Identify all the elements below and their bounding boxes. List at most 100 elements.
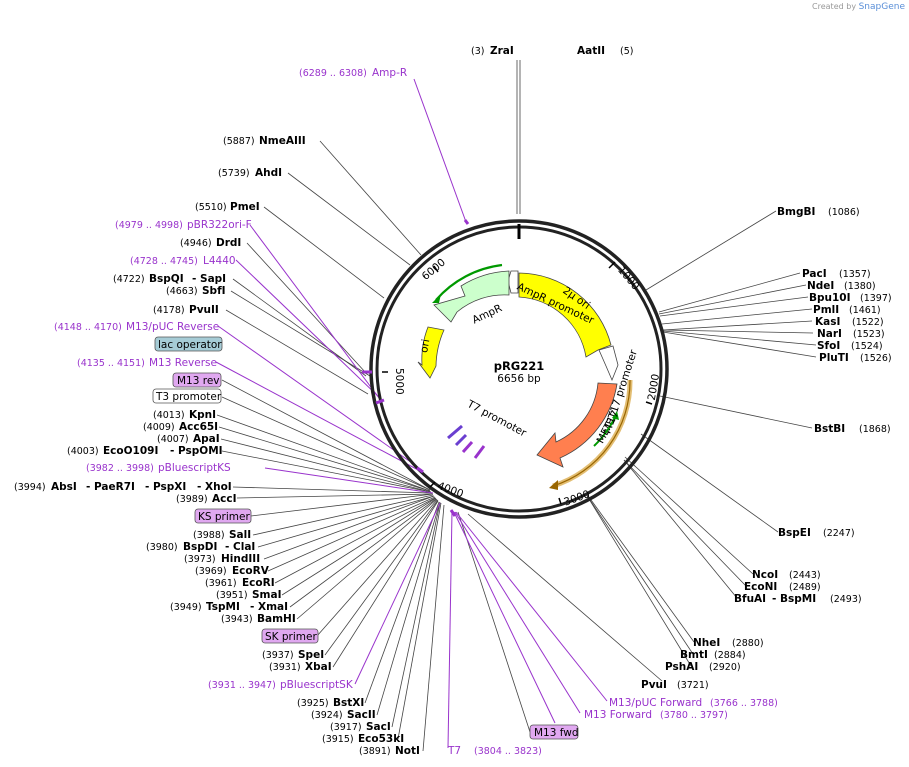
feature-label-ori: ori — [418, 338, 432, 354]
feature-2mu-ori[interactable] — [518, 272, 612, 358]
pos-aatii: (5) — [620, 46, 633, 57]
pos-m13-forward: (3780 .. 3797) — [660, 710, 728, 721]
feature-ampr[interactable] — [433, 270, 510, 323]
feature-label-lac-operator: lac operator — [158, 339, 222, 351]
enzyme-bspmi[interactable]: - BspMI — [772, 593, 816, 605]
enzyme-sacii[interactable]: SacII — [347, 709, 376, 721]
primer-t7[interactable]: T7 — [447, 745, 461, 757]
primer-box-ks-primer[interactable] — [194, 508, 252, 524]
primer-box-m13-rev[interactable] — [172, 372, 222, 388]
enzyme-sapi[interactable]: - SapI — [192, 273, 226, 285]
primer-m13-reverse[interactable]: M13 Reverse — [149, 357, 217, 369]
enzyme-bamhi[interactable]: BamHI — [257, 613, 296, 625]
enzyme-apai[interactable]: ApaI — [193, 433, 220, 445]
primer-m13-puc-forward[interactable]: M13/pUC Forward — [609, 697, 702, 709]
primer-pbluescriptks[interactable]: pBluescriptKS — [158, 462, 231, 474]
pos-drdi: (4946) — [180, 238, 212, 249]
enzyme-pmei[interactable]: PmeI — [230, 201, 260, 213]
enzyme-bmgbi[interactable]: BmgBI — [777, 206, 815, 218]
enzyme-ncoi[interactable]: NcoI — [752, 569, 778, 581]
enzyme-ecori[interactable]: EcoRI — [242, 577, 275, 589]
enzyme-bstbi[interactable]: BstBI — [814, 423, 845, 435]
enzyme-kasi[interactable]: KasI — [815, 316, 840, 328]
primer-box-m13-fwd[interactable] — [529, 724, 579, 740]
feature-ori[interactable] — [417, 326, 445, 379]
feature-box-lac-operator[interactable] — [154, 336, 223, 352]
enzyme-bspqi[interactable]: BspQI — [149, 273, 184, 285]
enzyme-nari[interactable]: NarI — [817, 328, 842, 340]
enzyme-saci[interactable]: SacI — [366, 721, 391, 733]
enzyme-bspei[interactable]: BspEI — [778, 527, 811, 539]
pos-absi: (3994) — [14, 482, 46, 493]
enzyme-ndei[interactable]: NdeI — [807, 280, 834, 292]
primer-amp-r[interactable]: Amp-R — [372, 67, 407, 79]
enzyme-absi[interactable]: AbsI — [51, 481, 77, 493]
enzyme-nmeaiii[interactable]: NmeAIII — [259, 135, 306, 147]
pos-kpni: (4013) — [153, 410, 185, 421]
enzyme-xbai[interactable]: XbaI — [305, 661, 332, 673]
primer-l4440[interactable]: L4440 — [203, 255, 236, 267]
enzyme-pmli[interactable]: PmlI — [813, 304, 839, 316]
enzyme-clai[interactable]: - ClaI — [225, 541, 255, 553]
primer-m13-forward[interactable]: M13 Forward — [584, 709, 652, 721]
enzyme-noti[interactable]: NotI — [395, 745, 420, 757]
enzyme-ecoo109i[interactable]: EcoO109I — [103, 445, 158, 457]
pos-acci: (3989) — [176, 494, 208, 505]
enzyme-spei[interactable]: SpeI — [298, 649, 324, 661]
enzyme-bstxi[interactable]: BstXI — [333, 697, 364, 709]
enzyme-acci[interactable]: AccI — [212, 493, 236, 505]
enzyme-drdi[interactable]: DrdI — [216, 237, 241, 249]
enzyme-sali[interactable]: SalI — [229, 529, 251, 541]
pos-bfuai: (2493) — [830, 594, 862, 605]
pos-ampr-primer: (6289 .. 6308) — [299, 68, 367, 79]
pos-pmei: (5510) — [195, 202, 227, 213]
pos-pbluescriptsk: (3931 .. 3947) — [208, 680, 276, 691]
tick-label: 4000 — [436, 480, 465, 500]
enzyme-ahdi[interactable]: AhdI — [255, 167, 282, 179]
enzyme-kpni[interactable]: KpnI — [189, 409, 216, 421]
pos-m13-reverse: (4135 .. 4151) — [77, 358, 145, 369]
enzyme-bfuai[interactable]: BfuAI — [734, 593, 766, 605]
enzyme-bspdi[interactable]: BspDI — [183, 541, 217, 553]
enzyme-smai[interactable]: SmaI — [252, 589, 282, 601]
pos-pshai: (2920) — [709, 662, 741, 673]
enzyme-pshai[interactable]: PshAI — [665, 661, 698, 673]
enzyme-nhei[interactable]: NheI — [693, 637, 720, 649]
enzyme-sbfi[interactable]: SbfI — [202, 285, 226, 297]
feature-box-t3-promoter[interactable] — [152, 388, 222, 404]
enzyme-ecorv[interactable]: EcoRV — [232, 565, 270, 577]
enzyme-pluti[interactable]: PluTI — [819, 352, 849, 364]
plasmid-size: 6656 bp — [497, 373, 541, 385]
enzyme-paci[interactable]: PacI — [802, 268, 827, 280]
enzyme-xhoi[interactable]: - XhoI — [197, 481, 232, 493]
enzyme-leader-lines — [216, 60, 817, 752]
enzyme-tspmi[interactable]: TspMI — [206, 601, 240, 613]
enzyme-hindiii[interactable]: HindIII — [221, 553, 260, 565]
primer-pbluescriptsk[interactable]: pBluescriptSK — [280, 679, 354, 691]
primer-pbr322ori-f[interactable]: pBR322ori-F — [187, 219, 252, 231]
enzyme-aatii[interactable]: AatII — [577, 45, 605, 57]
enzyme-bmti[interactable]: BmtI — [680, 649, 708, 661]
enzyme-pspomi[interactable]: - PspOMI — [170, 445, 223, 457]
enzyme-econi[interactable]: EcoNI — [744, 581, 777, 593]
primer-m13-puc-reverse[interactable]: M13/pUC Reverse — [126, 321, 219, 333]
pos-m13-puc-forward: (3766 .. 3788) — [710, 698, 778, 709]
feature-met17-promoter[interactable] — [598, 345, 619, 382]
enzyme-bpu10i[interactable]: Bpu10I — [809, 292, 851, 304]
feature-ampr-promoter[interactable] — [507, 270, 519, 294]
primer-leader-lines — [215, 78, 608, 749]
primer-box-sk-primer[interactable] — [261, 628, 319, 644]
enzyme-pspxi[interactable]: - PspXI — [145, 481, 186, 493]
enzyme-pvui[interactable]: PvuI — [641, 679, 667, 691]
enzyme-acc65i[interactable]: Acc65I — [179, 421, 218, 433]
tick-label: 2000 — [646, 373, 662, 401]
pos-pbluescriptks: (3982 .. 3998) — [86, 463, 154, 474]
enzyme-sfoi[interactable]: SfoI — [817, 340, 840, 352]
enzyme-eco53ki[interactable]: Eco53kI — [358, 733, 404, 745]
enzyme-zrai[interactable]: ZraI — [490, 45, 514, 57]
enzyme-xmai[interactable]: - XmaI — [250, 601, 288, 613]
backbone — [369, 219, 669, 519]
enzyme-pvuii[interactable]: PvuII — [189, 304, 219, 316]
enzyme-paer7i[interactable]: - PaeR7I — [86, 481, 135, 493]
feature-met17[interactable] — [536, 382, 618, 468]
